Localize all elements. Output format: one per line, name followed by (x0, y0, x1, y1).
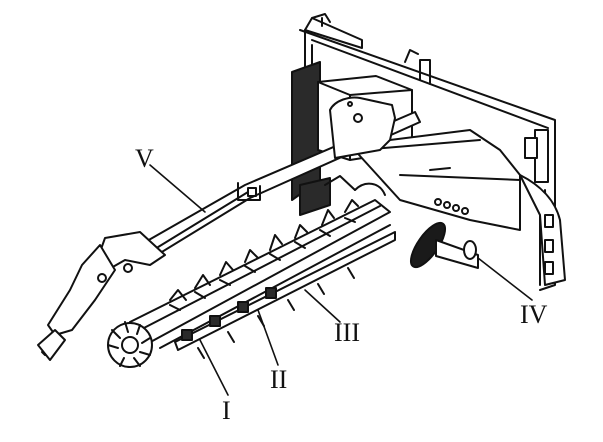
leader-line-i (199, 339, 229, 396)
spoil-auger-hood (349, 129, 566, 286)
digging-chain (107, 175, 396, 368)
callout-i-label: I (222, 396, 231, 425)
callout-iii-label: III (334, 318, 360, 347)
leader-line-iv (477, 257, 533, 301)
leader-lines (149, 164, 533, 396)
leader-line-iii (304, 289, 341, 323)
boom-arm (139, 96, 421, 259)
callout-ii-label: II (270, 365, 288, 394)
auger-disc (409, 221, 479, 269)
leader-line-ii (257, 309, 279, 366)
leader-line-v (149, 164, 206, 213)
callout-v-label: V (135, 144, 154, 173)
lift-linkage (37, 231, 166, 361)
callout-iv-label: IV (520, 300, 548, 329)
